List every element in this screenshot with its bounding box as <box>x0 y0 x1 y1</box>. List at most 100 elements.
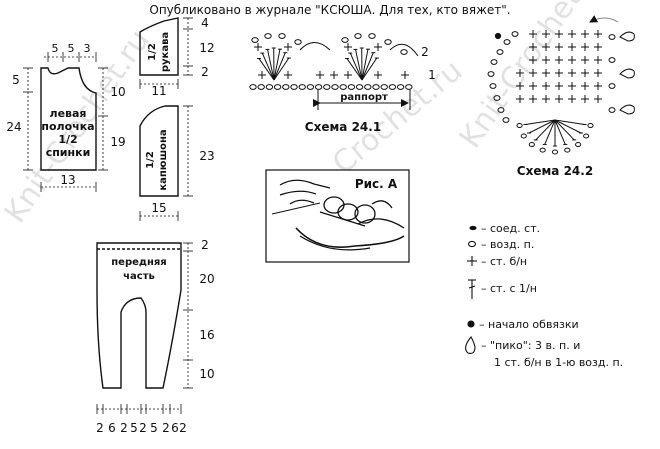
scheme1-row-2: 2 <box>421 45 429 59</box>
pants-dim-4: 10 <box>199 367 214 381</box>
double-crochet-mark <box>353 48 363 81</box>
single-crochet-mark <box>529 69 537 77</box>
single-crochet-mark <box>374 43 382 51</box>
chain-stitch <box>347 84 356 90</box>
sleeve-label-2: рукава <box>160 32 171 72</box>
chain-stitch <box>497 107 505 113</box>
chain-stitch <box>396 84 405 90</box>
chain-stitch <box>608 107 616 113</box>
pants-label-2: часть <box>123 271 155 282</box>
legend-start: – начало обвязки <box>479 318 579 331</box>
double-crochet-mark <box>348 52 363 81</box>
chain-stitch <box>551 149 559 155</box>
scheme-24-1 <box>249 33 419 90</box>
chain-stitch <box>511 31 519 37</box>
single-crochet-mark <box>581 43 589 51</box>
double-crochet-mark <box>265 48 275 81</box>
chain-stitch <box>368 33 376 39</box>
chain-stitch <box>528 142 535 148</box>
chain-icon <box>467 240 477 248</box>
single-crochet-mark <box>284 43 292 51</box>
front-left-bottom-dim: 13 <box>60 173 75 187</box>
single-crochet-mark <box>516 82 524 90</box>
pants-bottom-dim-5: 2 <box>139 421 147 435</box>
front-left-label-4: спинки <box>46 146 91 159</box>
single-crochet-mark <box>555 43 563 51</box>
scheme1-title: Схема 24.1 <box>305 120 381 134</box>
chain-stitch <box>608 83 616 89</box>
double-crochet-mark <box>273 52 288 81</box>
double-crochet-icon <box>468 279 476 299</box>
chain-stitch <box>257 84 265 90</box>
chain-stitch <box>490 59 498 65</box>
hood-piece <box>139 105 179 197</box>
front-left-label-2: полочка <box>41 120 94 133</box>
front-left-left-dim-1: 5 <box>12 73 20 87</box>
hood-label-1: 1/2 <box>145 151 156 169</box>
chain-stitch <box>587 123 594 129</box>
double-crochet-mark <box>523 119 556 126</box>
double-crochet-mark <box>256 58 275 81</box>
single-crochet-mark <box>284 71 292 79</box>
single-crochet-mark <box>568 30 576 38</box>
picot-icon <box>619 104 635 115</box>
single-crochet-mark <box>581 30 589 38</box>
single-crochet-mark <box>529 56 537 64</box>
chain-stitch <box>282 84 290 90</box>
single-crochet-mark <box>542 82 550 90</box>
single-crochet-mark <box>594 43 602 51</box>
double-crochet-mark <box>361 48 370 81</box>
chain-stitch <box>339 84 347 90</box>
double-crochet-mark <box>361 52 376 81</box>
legend-picot-1: – "пико": 3 в. п. и <box>481 339 580 352</box>
single-crochet-mark <box>316 71 324 79</box>
front-left-dims <box>23 52 108 192</box>
single-crochet-mark <box>594 56 602 64</box>
repeat-label: раппорт <box>340 92 388 103</box>
single-crochet-mark <box>594 82 602 90</box>
single-crochet-mark <box>568 56 576 64</box>
pants-dim-2: 20 <box>199 272 214 286</box>
single-crochet-mark <box>529 82 537 90</box>
figure-a <box>265 169 410 263</box>
double-crochet-mark <box>542 119 556 145</box>
published-caption: Опубликовано в журнале "КСЮША. Для тех, … <box>149 3 510 17</box>
pants-bottom-dim-6: 5 <box>150 421 158 435</box>
hood-label-2: капюшона <box>158 129 169 190</box>
picot-icon <box>465 336 476 354</box>
chain-stitch <box>251 37 259 43</box>
single-crochet-mark <box>581 69 589 77</box>
double-crochet-mark <box>554 119 587 126</box>
front-left-left-dim-2: 24 <box>6 120 21 134</box>
pants-dim-1: 2 <box>201 238 209 252</box>
single-crochet-mark <box>568 82 576 90</box>
chain-stitch <box>583 133 590 139</box>
single-crochet-mark <box>568 95 576 103</box>
pants-dims <box>96 242 193 414</box>
chain-stitch <box>539 147 546 153</box>
pants-bottom-dim-8: 6 <box>171 421 179 435</box>
chain-stitch <box>503 39 511 45</box>
chain-stitch <box>278 33 286 39</box>
chain-arc <box>299 42 419 57</box>
pants-label-1: передняя <box>111 257 166 268</box>
front-left-piece <box>40 67 97 171</box>
single-crochet-mark <box>344 43 352 51</box>
chain-stitch <box>516 123 523 129</box>
single-crochet-mark <box>254 43 262 51</box>
double-crochet-mark <box>527 119 556 134</box>
single-crochet-mark <box>374 71 382 79</box>
chain-stitch <box>564 147 571 153</box>
front-left-right-dim-1: 10 <box>110 85 125 99</box>
chain-stitch <box>496 49 504 55</box>
sleeve-bottom-dim: 11 <box>151 84 166 98</box>
sleeve-piece <box>139 17 179 76</box>
sleeve-dim-3: 2 <box>201 65 209 79</box>
pants-bottom-dim-4: 5 <box>130 421 138 435</box>
single-crochet-mark <box>516 69 524 77</box>
double-crochet-mark <box>361 57 379 81</box>
chain-stitch <box>608 34 616 40</box>
front-left-right-dim-2: 19 <box>110 135 125 149</box>
chain-stitch <box>298 84 306 90</box>
single-crochet-mark <box>594 95 602 103</box>
